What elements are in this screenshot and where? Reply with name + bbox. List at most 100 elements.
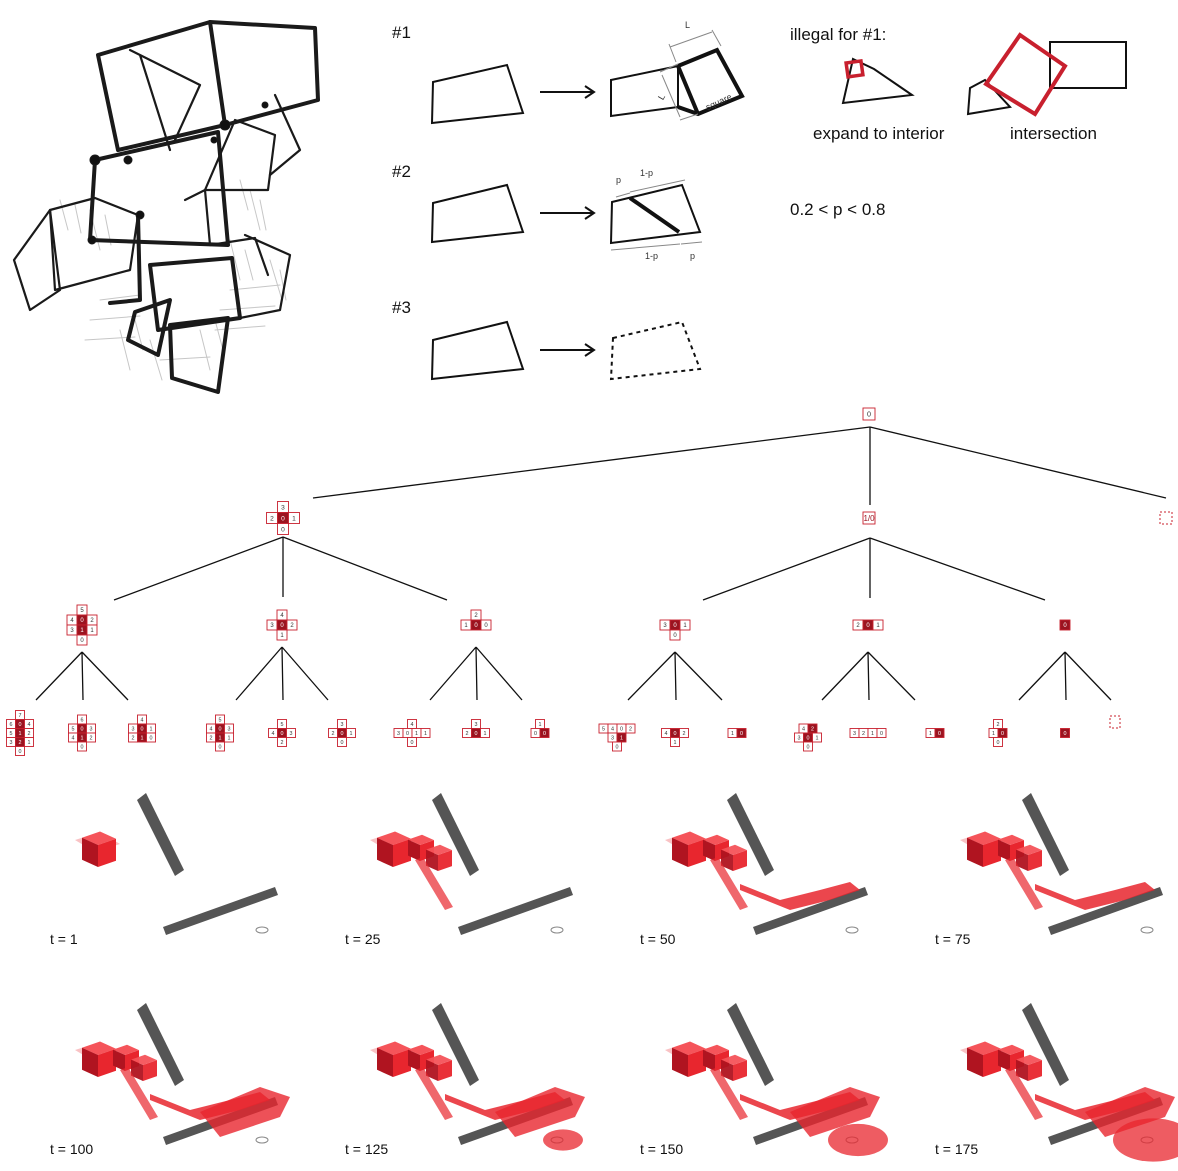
tree-cell [736,728,747,738]
sim-frame [370,793,573,935]
tree-cell [277,737,287,747]
tree-cell-label: 0 [1001,731,1004,737]
tree-cell [86,624,98,636]
tree-cell-label: 0 [411,740,414,746]
tree-cell-label: 0 [19,722,22,728]
tree-cell-label: 2 [856,623,860,629]
tree-cell-label: 2 [210,735,213,741]
tree-cell-label: 1 [683,623,687,629]
tree-cell-label: 0 [219,726,222,732]
tree-cell-label: 4 [28,722,31,728]
tree-cell-label: 0 [80,618,84,624]
tree-cell-label: 0 [341,740,344,746]
tree-cell [77,741,87,752]
tree-cell-label: 3 [853,731,856,737]
timestep-label: t = 25 [345,931,381,947]
tree-cell [1059,619,1071,631]
tree-cell [480,728,490,738]
tree-cell-label: 0 [81,744,84,750]
tree-cell-label: 1 [141,735,144,741]
illegal-case-expand-interior: expand to interior [813,124,945,143]
tree-cell-label: 4 [802,726,805,732]
tree-cell-label: 4 [280,613,284,619]
tree-cell [480,619,492,631]
tree-cell-label: 3 [281,504,285,511]
tree-cell-label: 0 [807,744,810,750]
tree-cell-label: 3 [475,722,478,728]
tree-cell-label: 2 [90,618,94,624]
tree-cell-label: 0 [484,623,488,629]
tree-cell-label: 5 [602,726,605,732]
tree-cell-label: 0 [80,638,84,644]
tree-node: 0 [1059,619,1071,631]
illegal-title: illegal for #1: [790,25,887,44]
tree-cell-label: 0 [867,410,871,419]
sim-frame [75,1003,290,1145]
tree-cell [679,619,691,631]
tree-cell-label: 2 [270,515,274,522]
tree-cell-label: 0 [474,623,478,629]
tree-cell-label: 0 [807,735,810,741]
tree-cell [286,619,298,631]
tree-cell [346,728,356,738]
tree-cell-label: 0 [616,744,619,750]
rule-3-label: #3 [392,298,411,317]
tree-cell [670,737,680,747]
tree-cell [862,511,876,525]
tree-cell [539,728,550,738]
tree-cell [803,741,813,752]
tree-cell-label: 1 [28,740,31,746]
tree-cell-label: 1 [19,731,22,737]
tree-cell [337,737,347,747]
tree-cell-label: 3 [132,726,135,732]
hand-sketch [12,20,320,394]
rule-1-diagram [430,29,745,125]
tree-cell [669,629,681,641]
tree-cell-label: 3 [270,623,274,629]
tree-cell-label: 0 [1064,731,1067,737]
sim-frame [960,793,1163,935]
tree-cell-label: 2 [811,726,814,732]
tree-cell-label: 2 [281,740,284,746]
tree-cell-label: 1 [81,735,84,741]
tree-cell [679,728,689,738]
tree-cell-label: 1 [219,735,222,741]
tree-cell-label: 3 [70,628,74,634]
tree-cell-label: 1 [280,633,284,639]
tree-cell-label: 1 [228,735,231,741]
tree-cell-label: 0 [281,526,285,533]
illegal-case-intersection: intersection [1010,124,1097,143]
illegal-expand-interior-diagram [841,57,915,105]
tree-cell-label: 1 [350,731,353,737]
tree-cell-label: 3 [228,726,231,732]
tree-cell-label: 0 [281,515,285,522]
tree-cell-label: 7 [19,713,22,719]
tree-cell-label: 2 [28,731,31,737]
tree-cell-label: 1 [871,731,874,737]
tree-cell [146,732,156,743]
tree-cell-label: 5 [281,722,284,728]
tree-cell [276,629,288,641]
tree-node: 1/0 [862,511,876,525]
tree-cell-label: 2 [474,613,478,619]
tree-cell-label: 0 [674,731,677,737]
tree-cell [612,741,622,752]
tree-cell-label: 4 [141,717,144,723]
tree-cell-label: 0 [673,633,677,639]
tree-cell [224,732,234,743]
tree-cell-label: 0 [19,749,22,755]
tree-cell-label: 0 [673,623,677,629]
tree-cell [420,728,431,738]
tree-cell [86,732,96,743]
tree-cell-label: 3 [10,740,13,746]
tree-edges [35,426,1167,701]
tree-cell-label: 0 [81,726,84,732]
timestep-label: t = 1 [50,931,78,947]
